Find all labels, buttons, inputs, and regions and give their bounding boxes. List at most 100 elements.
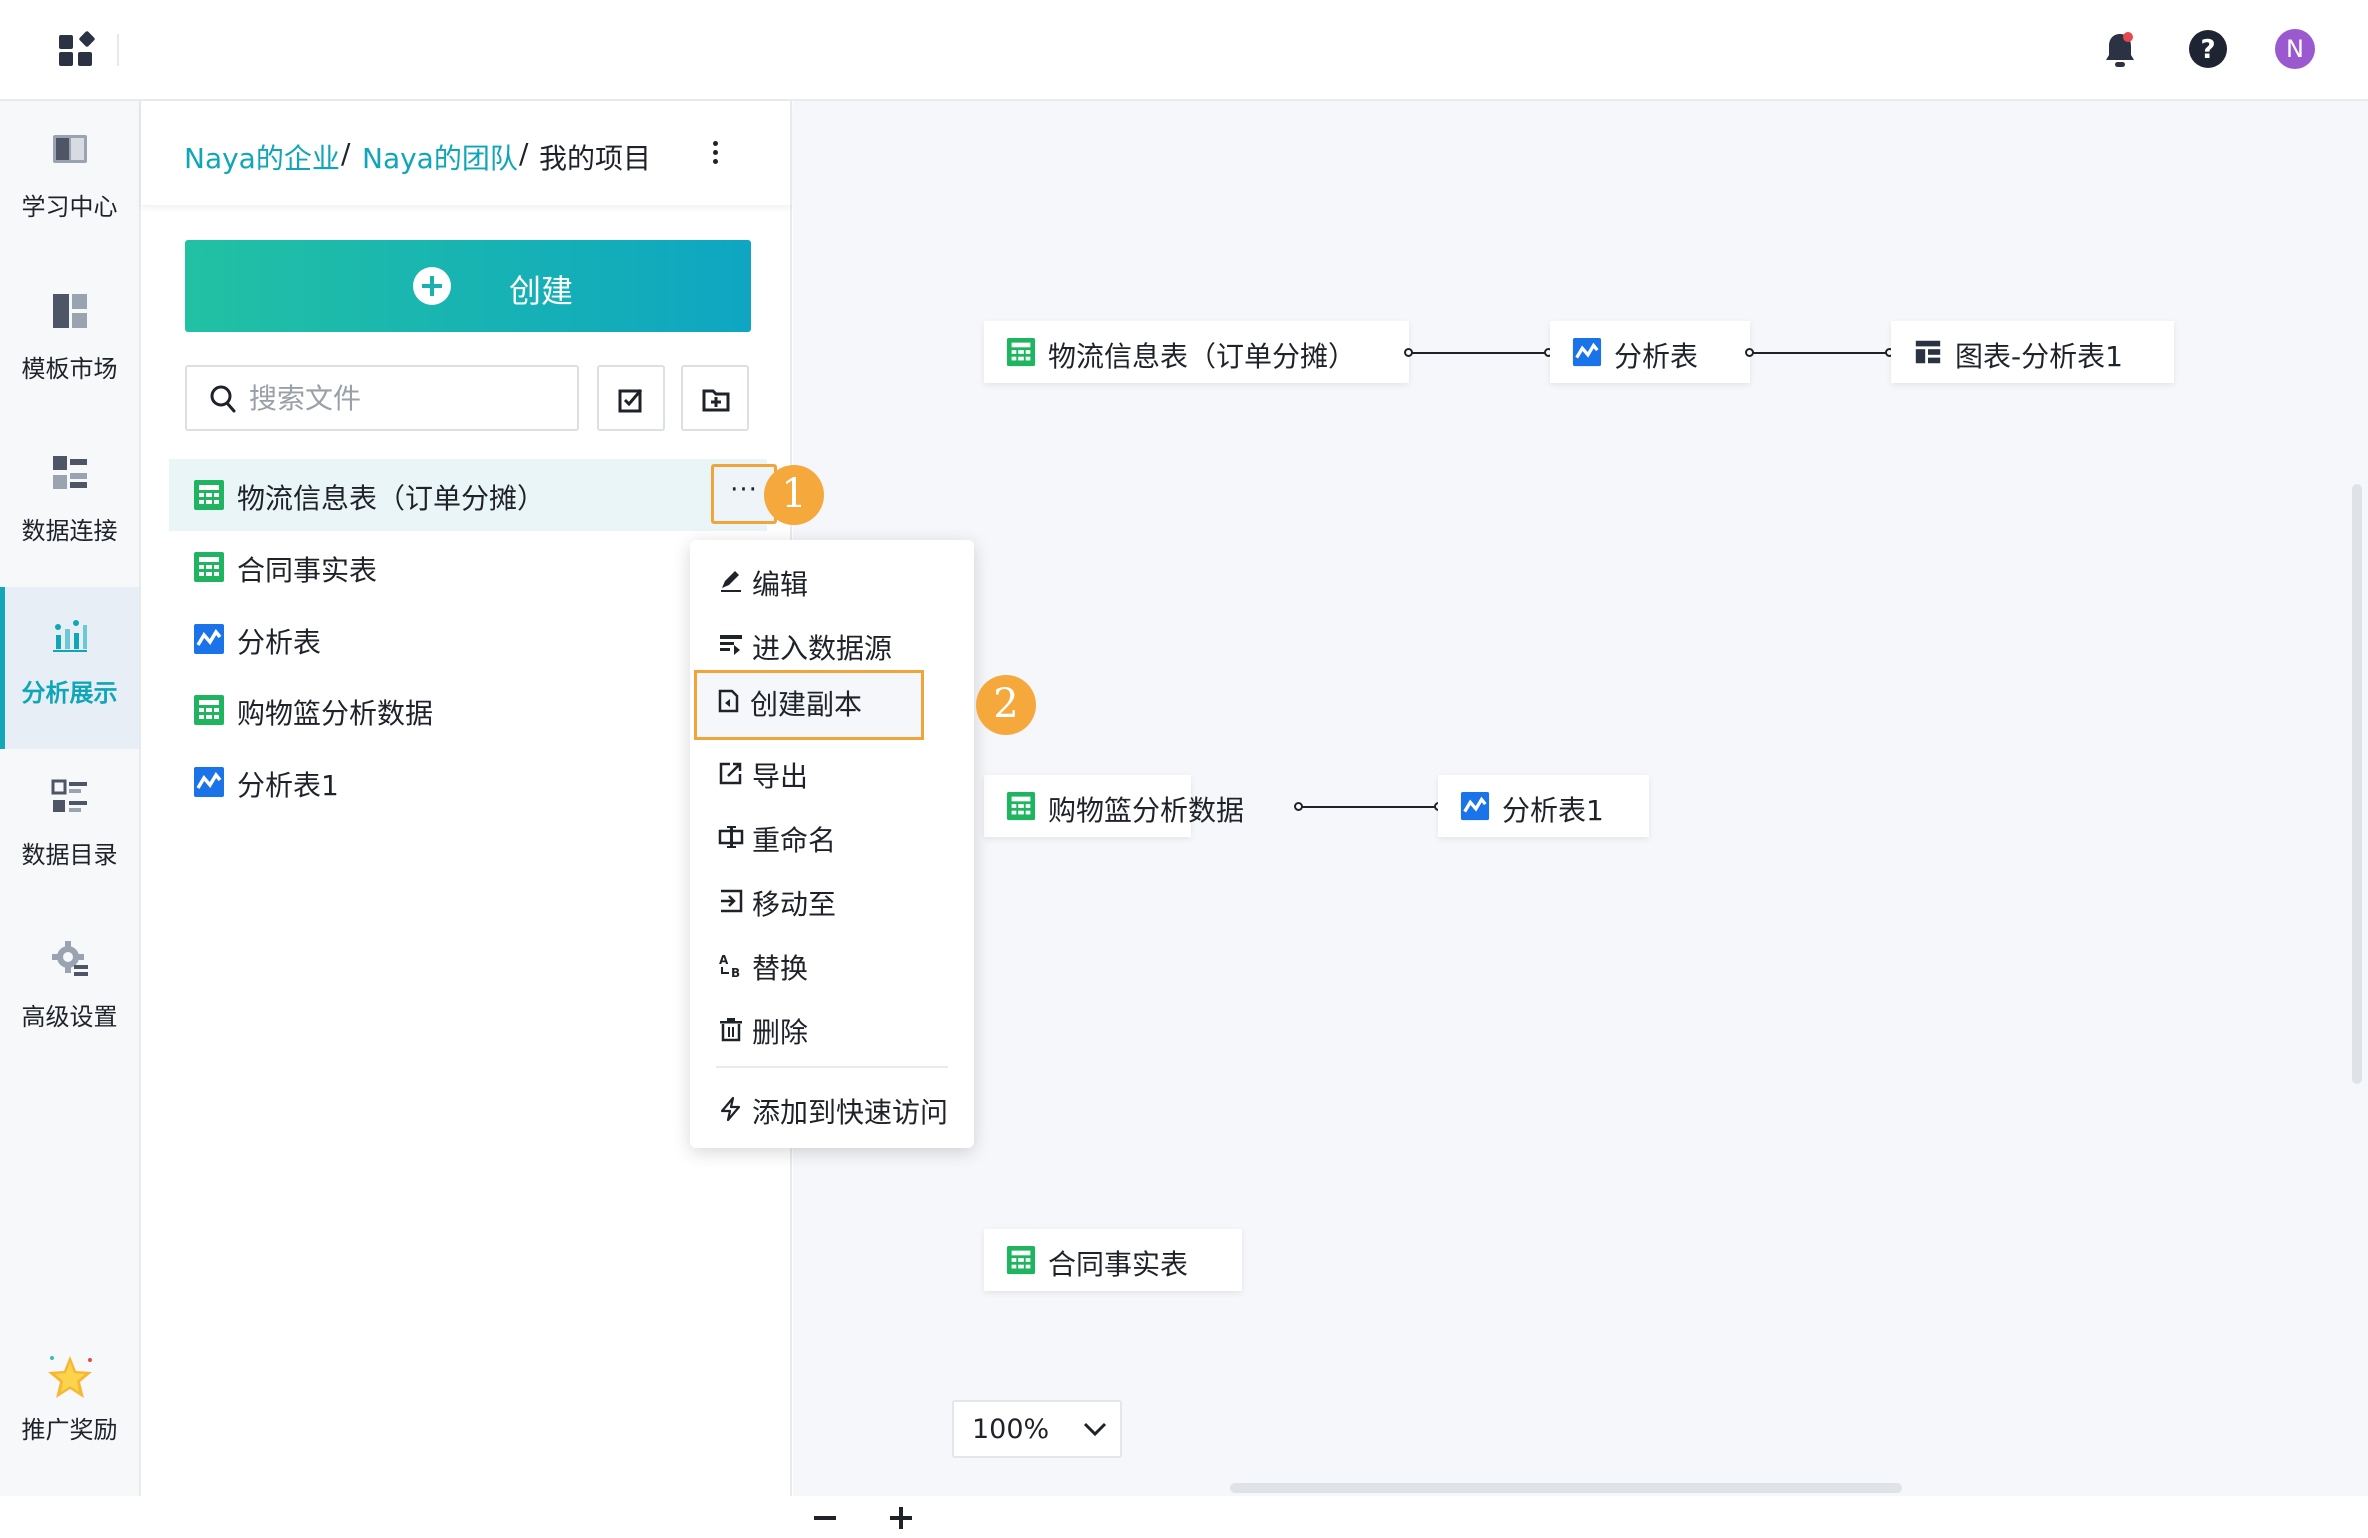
nav-label: 学习中心 <box>21 193 118 221</box>
node-label: 物流信息表（订单分摊） <box>1048 340 1357 373</box>
lineage-canvas[interactable]: 物流信息表（订单分摊） 分析表 图表-分析表1 购物篮分析数据 <box>793 101 2368 1529</box>
move-icon <box>721 889 743 913</box>
dashboard-chart-icon <box>1915 340 1941 364</box>
gear-icon <box>52 941 88 976</box>
analysis-chart-icon <box>53 620 87 652</box>
create-button-label: 创建 <box>509 272 574 310</box>
nav-label: 数据目录 <box>21 841 118 869</box>
lineage-edge <box>1750 352 1890 354</box>
breadcrumb-separator: / <box>519 137 529 170</box>
file-name: 合同事实表 <box>237 554 378 587</box>
nav-item-analysis-display[interactable]: 分析展示 <box>0 587 139 749</box>
canvas-node-logistics[interactable]: 物流信息表（订单分摊） <box>984 321 1409 383</box>
nav-item-data-catalog[interactable]: 数据目录 <box>0 749 139 911</box>
file-name: 分析表 <box>237 626 322 659</box>
search-input[interactable] <box>249 375 569 421</box>
ellipsis-icon: ··· <box>730 475 758 505</box>
file-item-contract[interactable]: 合同事实表 <box>169 531 767 603</box>
breadcrumb: Naya的企业 / Naya的团队 / 我的项目 <box>141 101 792 205</box>
vertical-scrollbar[interactable] <box>2352 484 2362 1084</box>
menu-item-label: 删除 <box>752 1016 809 1049</box>
batch-select-button[interactable] <box>597 365 665 431</box>
horizontal-scrollbar[interactable] <box>1230 1483 1902 1493</box>
file-item-logistics[interactable]: 物流信息表（订单分摊） ··· <box>169 459 777 531</box>
breadcrumb-team[interactable]: Naya的团队 <box>362 142 518 175</box>
data-connect-icon <box>53 456 87 489</box>
lightning-icon <box>720 1096 741 1122</box>
analysis-table-icon <box>194 624 224 654</box>
trash-icon <box>720 1018 742 1042</box>
template-icon <box>53 294 87 328</box>
canvas-node-chart[interactable]: 图表-分析表1 <box>1891 321 2174 383</box>
menu-item-add-quick-access[interactable]: 添加到快速访问 <box>696 1078 968 1138</box>
menu-item-rename[interactable]: 重命名 <box>696 806 968 866</box>
menu-item-export[interactable]: 导出 <box>696 742 968 802</box>
svg-text:?: ? <box>2200 35 2215 65</box>
export-icon <box>719 762 742 785</box>
zoom-in-icon[interactable] <box>881 1498 921 1538</box>
zoom-out-icon[interactable] <box>805 1498 845 1538</box>
edge-port <box>1745 348 1754 357</box>
avatar[interactable]: N <box>2275 29 2315 69</box>
analysis-table-icon <box>1460 791 1490 821</box>
table-icon <box>1006 791 1036 821</box>
menu-item-label: 移动至 <box>752 888 837 921</box>
breadcrumb-enterprise[interactable]: Naya的企业 <box>184 142 340 175</box>
canvas-node-contract[interactable]: 合同事实表 <box>984 1229 1242 1291</box>
menu-item-delete[interactable]: 删除 <box>696 998 968 1058</box>
table-icon <box>194 480 224 510</box>
nav-item-data-connection[interactable]: 数据连接 <box>0 425 139 587</box>
file-panel: Naya的企业 / Naya的团队 / 我的项目 创建 <box>141 101 792 1496</box>
breadcrumb-current: 我的项目 <box>539 142 652 175</box>
analysis-table-icon <box>194 767 224 797</box>
help-icon[interactable]: ? <box>2188 29 2228 69</box>
step-badge-2: 2 <box>976 675 1036 735</box>
star-reward-icon <box>48 1356 92 1398</box>
nav-item-learning-center[interactable]: 学习中心 <box>0 101 139 263</box>
menu-item-create-copy[interactable]: 创建副本 <box>694 670 924 740</box>
file-item-basket[interactable]: 购物篮分析数据 <box>169 674 767 746</box>
canvas-node-analysis-1[interactable]: 分析表1 <box>1438 775 1649 837</box>
zoom-select[interactable]: 100% <box>952 1400 1122 1458</box>
copy-icon <box>718 689 739 713</box>
lineage-edge <box>1299 806 1439 808</box>
table-icon <box>194 695 224 725</box>
file-name: 物流信息表（订单分摊） <box>237 482 546 515</box>
node-label: 分析表 <box>1614 340 1699 373</box>
node-label: 合同事实表 <box>1048 1248 1189 1281</box>
svg-text:B: B <box>731 966 740 978</box>
nav-item-template-market[interactable]: 模板市场 <box>0 263 139 425</box>
menu-item-move-to[interactable]: 移动至 <box>696 870 968 930</box>
node-label: 图表-分析表1 <box>1955 340 2123 373</box>
nav-label: 模板市场 <box>21 355 118 383</box>
step-badge-1: 1 <box>764 465 824 525</box>
chevron-down-icon <box>1083 1422 1107 1437</box>
nav-item-referral-rewards[interactable]: 推广奖励 <box>0 1342 139 1496</box>
file-item-analysis-1[interactable]: 分析表1 <box>169 746 767 818</box>
nav-item-advanced-settings[interactable]: 高级设置 <box>0 911 139 1073</box>
table-icon <box>194 552 224 582</box>
more-actions-button[interactable]: ··· <box>711 464 777 524</box>
topbar-divider <box>117 34 119 66</box>
apps-grid-icon[interactable] <box>57 31 95 69</box>
edit-icon <box>721 571 741 592</box>
menu-item-edit[interactable]: 编辑 <box>696 550 968 610</box>
menu-item-label: 添加到快速访问 <box>752 1096 949 1129</box>
context-menu: 编辑 进入数据源 创建副本 导出 重命名 移动至 <box>690 540 974 1148</box>
menu-item-enter-datasource[interactable]: 进入数据源 <box>696 614 968 674</box>
nav-label: 数据连接 <box>21 517 118 545</box>
search-icon <box>210 385 236 413</box>
replace-icon: A B <box>719 953 740 978</box>
edge-port <box>1404 348 1413 357</box>
file-item-analysis[interactable]: 分析表 <box>169 603 767 675</box>
canvas-node-analysis[interactable]: 分析表 <box>1550 321 1750 383</box>
new-folder-button[interactable] <box>681 365 749 431</box>
menu-item-replace[interactable]: A B 替换 <box>696 934 968 994</box>
plus-circle-icon <box>413 267 451 305</box>
create-button[interactable]: 创建 <box>185 240 751 332</box>
canvas-node-basket[interactable]: 购物篮分析数据 <box>984 775 1244 837</box>
nav-label: 高级设置 <box>21 1003 118 1031</box>
top-bar: ? N <box>0 0 2368 101</box>
notification-bell-icon[interactable] <box>2103 30 2137 70</box>
more-vertical-icon[interactable] <box>703 137 727 171</box>
